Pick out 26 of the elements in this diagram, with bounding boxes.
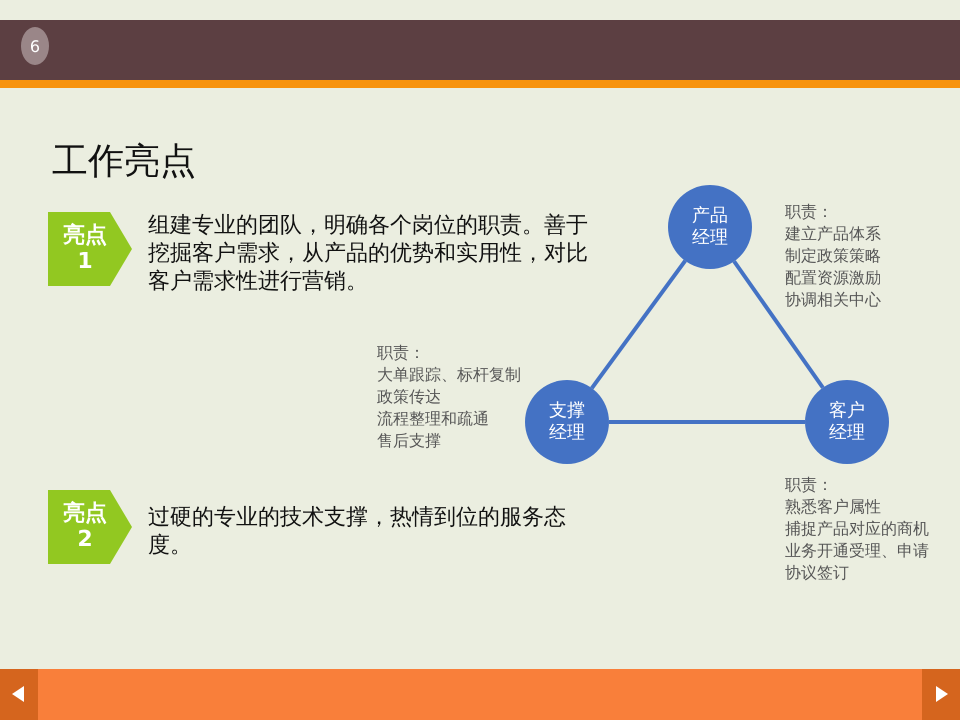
duty-heading: 职责： [785,474,834,496]
duty-item: 建立产品体系 [785,223,881,245]
highlight-badge: 亮点 1 [48,212,132,286]
duty-item: 大单跟踪、标杆复制 [377,364,521,386]
duty-item: 制定政策策略 [785,245,881,267]
connector-line [732,260,824,389]
duty-item: 业务开通受理、申请 [785,540,929,562]
highlight-text: 组建专业的团队，明确各个岗位的职责。善于挖掘客户需求，从产品的优势和实用性，对比客户需求性进行营销。 [148,212,589,296]
duty-item: 捕捉产品对应的商机 [785,518,929,540]
highlight-text: 过硬的专业的技术支撑，热情到位的服务态度。 [148,504,567,560]
duty-item: 流程整理和疏通 [377,408,490,430]
slide-title: 工作亮点 [52,140,196,184]
manager-circle: 客户经理 [805,380,889,464]
highlight-badge: 亮点 2 [48,490,132,564]
manager-circle: 产品经理 [668,185,752,269]
duty-heading: 职责： [377,342,426,364]
duty-item: 熟悉客户属性 [785,496,882,518]
duty-item: 协议签订 [785,562,850,584]
duty-item: 政策传达 [377,386,442,408]
manager-circle: 支撑经理 [525,380,609,464]
duty-item: 协调相关中心 [785,289,881,311]
connector-line [590,260,687,390]
duty-item: 售后支撑 [377,430,442,452]
duty-item: 配置资源激励 [785,267,881,289]
duty-heading: 职责： [785,201,834,223]
connector-line [609,420,805,424]
